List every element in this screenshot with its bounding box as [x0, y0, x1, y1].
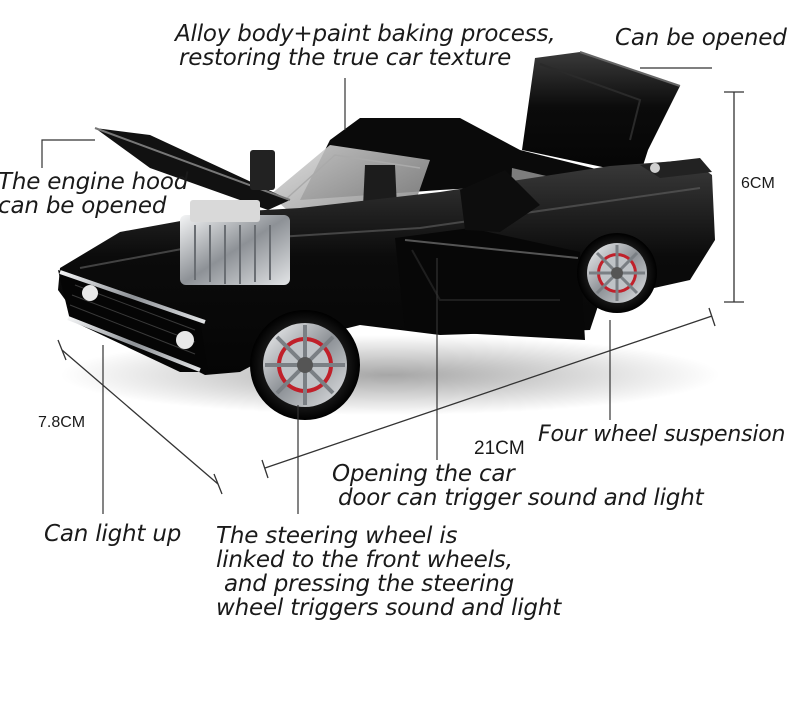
- dimension-length: 21CM: [474, 438, 525, 459]
- width-line: [61, 349, 219, 485]
- dimension-lines: [57, 91, 744, 495]
- engine: [180, 150, 290, 285]
- label-engine-hood: The engine hood can be opened: [0, 169, 189, 219]
- leader-hood: [41, 139, 95, 168]
- label-alloy-body: Alloy body+paint baking process, restori…: [175, 21, 556, 71]
- label-steering-wheel: The steering wheel is linked to the fron…: [216, 523, 562, 621]
- label-door-sound-light: Opening the car door can trigger sound a…: [332, 461, 704, 511]
- dimension-height: 6CM: [741, 175, 775, 192]
- trunk-lid: [522, 51, 681, 175]
- dimension-width: 7.8CM: [38, 414, 86, 431]
- rear-wheel: [577, 233, 657, 313]
- front-wheel: [250, 310, 360, 420]
- length-line: [264, 315, 713, 469]
- callout-lines: [41, 67, 712, 514]
- label-four-wheel-suspension: Four wheel suspension: [538, 422, 786, 447]
- car-door: [395, 170, 585, 340]
- label-can-light-up: Can light up: [44, 521, 182, 547]
- label-can-be-opened: Can be opened: [615, 25, 787, 51]
